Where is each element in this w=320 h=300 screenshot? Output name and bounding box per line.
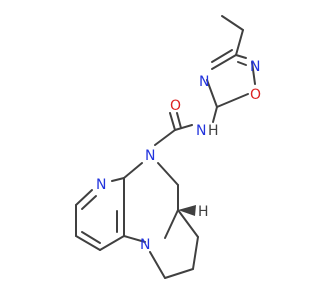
bond-pyr-n-c2 [75, 189, 93, 206]
stereo-hydrogen-label: H [198, 204, 209, 220]
bond-pyridine-npyrrolidine [123, 235, 146, 243]
bond-npyr-ch2 [149, 251, 166, 279]
bond-carbonyl-o [169, 112, 176, 131]
bond-n-ch2-left [123, 162, 143, 179]
n-oxadiazole-bottom-label: N [199, 74, 209, 90]
carbonyl-oxygen-label: O [170, 98, 181, 114]
bond-n4-c5 [206, 79, 218, 108]
bond-pyr-c3-c4 [75, 235, 101, 251]
bond-ethyl-ch2 [235, 29, 244, 56]
nh-nitrogen-label: N [196, 123, 206, 139]
pyridine-nitrogen-label: N [96, 177, 106, 193]
bond-c3-n4-double [211, 49, 233, 63]
bond-nh-carbonyl [174, 124, 193, 131]
stereo-wedge-bond [178, 205, 196, 216]
bond-ethyl-ch3 [221, 15, 244, 31]
n-oxadiazole-top-label: N [250, 59, 260, 75]
bond-c3-n4 [211, 54, 237, 70]
o-oxadiazole-label: O [250, 87, 261, 103]
pyrrolidine-nitrogen-label: N [140, 237, 150, 253]
bond-n-ch2-right [157, 162, 179, 186]
bond-c5-o1 [216, 93, 249, 108]
bond-carbonyl-o-double [176, 112, 182, 129]
bond-n2-c3-double [237, 61, 247, 66]
molecule-canvas: N O N N H O N N N H [75, 15, 262, 279]
nh-hydrogen-label: H [208, 123, 219, 139]
bond-pyr-c4-c5 [99, 235, 125, 251]
bond-pyr-c3-n [111, 177, 125, 182]
bond-o1-n2 [251, 61, 256, 85]
bond-pyr-c3-c4-double [81, 231, 101, 244]
diazocine-nitrogen-label: N [145, 148, 155, 164]
structure-drawing: N O N N H O N N N H [75, 15, 261, 279]
bond-pyrrolidine-c4 [192, 236, 199, 270]
bond-pyrrolidine-c3 [164, 268, 194, 279]
bond-pyr-n-c2-double [81, 195, 97, 210]
bond-cstereo-npyrrolidine [164, 209, 179, 239]
bond-n2-c3 [235, 54, 247, 59]
bond-c5-nh [212, 106, 218, 123]
bond-carbonyl-n [154, 129, 176, 146]
bond-pyrrolidine-c5 [177, 209, 199, 238]
